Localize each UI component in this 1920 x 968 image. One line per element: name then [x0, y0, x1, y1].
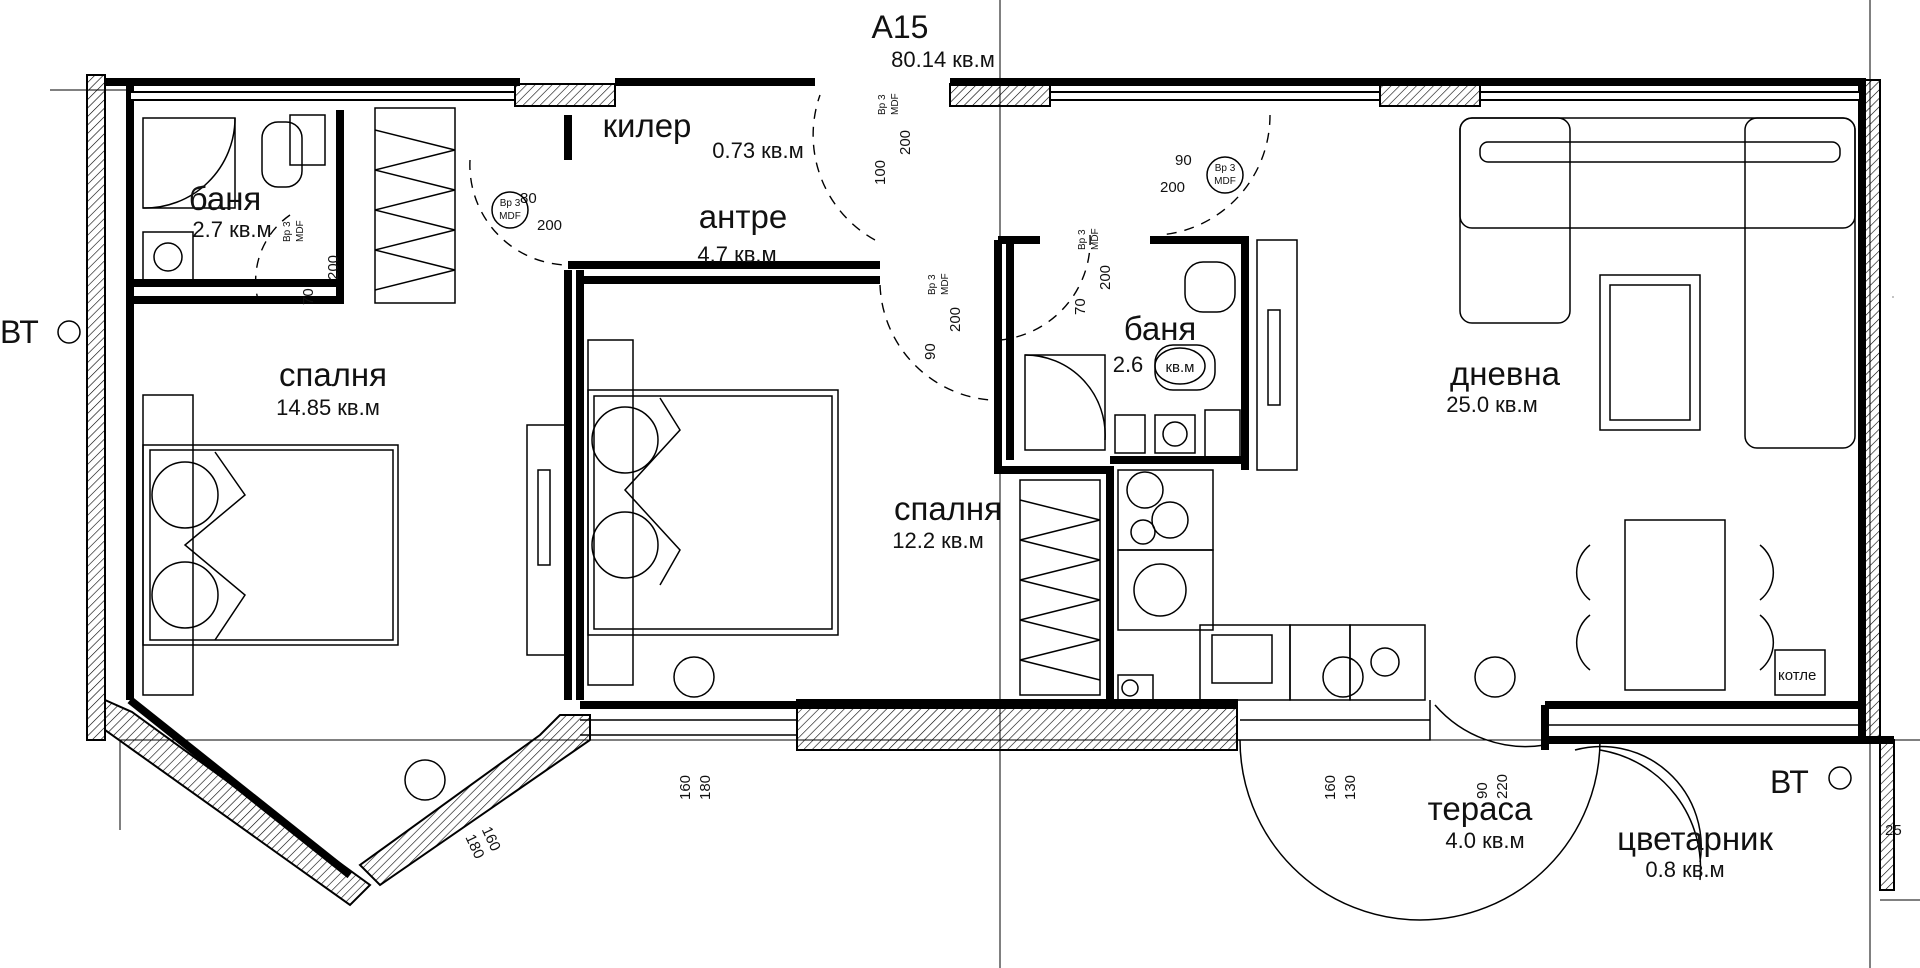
room-area-bath-2: 2.6	[1113, 352, 1144, 377]
room-area-living: 25.0 кв.м	[1446, 392, 1537, 417]
window-tag-3: 160 130	[1322, 775, 1359, 800]
kitchen-fixtures	[1117, 469, 1426, 701]
door-tag-6-height: 200	[1097, 265, 1114, 290]
window-tag-2: 160 180	[462, 824, 504, 861]
door-tag-5-type: Вр 3	[1215, 163, 1236, 174]
door-tag-2-height: 200	[325, 255, 342, 280]
room-area-hall: 4.7 кв.м	[697, 242, 776, 267]
door-tag-1-width: 80	[520, 190, 537, 207]
window-tag-1: 160 180	[677, 775, 714, 800]
room-name-hall: антре	[699, 198, 787, 235]
door-tag-6-mat: MDF	[1090, 228, 1101, 250]
room-area-bedroom-2: 12.2 кв.м	[892, 528, 983, 553]
door-tag-6-width: 70	[1072, 298, 1089, 315]
room-name-terrace: тераса	[1428, 790, 1533, 827]
marker-right: ВТ	[1770, 764, 1809, 800]
window-tag-1-b: 180	[697, 775, 714, 800]
door-tag-5-mat: MDF	[1214, 176, 1236, 187]
room-area-bedroom-1: 14.85 кв.м	[276, 395, 380, 420]
light-fixtures	[404, 296, 1894, 801]
door-tag-4: 90 200 Вр 3 MDF	[922, 273, 964, 360]
room-name-bath-1: баня	[189, 180, 262, 217]
nightstands	[526, 239, 1298, 656]
window-tag-4-a: 90	[1474, 782, 1491, 799]
room-area-bath-1: 2.7 кв.м	[192, 217, 271, 242]
window-tag-4-b: 220	[1494, 774, 1511, 799]
door-tag-3-mat: MDF	[890, 93, 901, 115]
window-tag-1-a: 160	[677, 775, 694, 800]
bathroom-right-fixtures	[1024, 261, 1241, 461]
window-tag-3-b: 130	[1342, 775, 1359, 800]
room-area-planter: 0.8 кв.м	[1645, 857, 1724, 882]
wardrobes	[374, 107, 1101, 696]
room-area-closet: 0.73 кв.м	[712, 138, 803, 163]
room-area-bath-2-unit: кв.м	[1165, 359, 1194, 376]
boiler-label: котле	[1778, 667, 1816, 684]
door-tag-3-width: 100	[872, 160, 889, 185]
door-tag-1-mat: MDF	[499, 211, 521, 222]
window-tag-4: 90 220	[1474, 774, 1511, 799]
bathroom-left-fixtures	[142, 114, 326, 283]
unit-title: А15	[872, 9, 929, 45]
window-tag-3-a: 160	[1322, 775, 1339, 800]
bath-2-area-ring	[1154, 347, 1206, 385]
door-tag-5-width: 90	[1175, 152, 1192, 169]
door-tag-2-mat: MDF	[295, 220, 306, 242]
door-tag-1-type: Вр 3	[500, 198, 521, 209]
doors	[254, 94, 1702, 921]
room-name-bath-2: баня	[1124, 310, 1197, 347]
marker-left-circle	[57, 320, 81, 344]
room-name-bedroom-1: спалня	[279, 356, 387, 393]
door-tag-2-width: 70	[300, 288, 317, 305]
door-tag-1: 80 200 Вр 3 MDF	[491, 190, 562, 234]
dimension-25: 25	[1885, 822, 1902, 839]
door-tag-2-type: Вр 3	[282, 221, 293, 242]
marker-left: ВТ	[0, 314, 39, 350]
door-tag-4-type: Вр 3	[927, 274, 938, 295]
living-room-furniture	[1459, 117, 1856, 696]
door-tag-3: 100 200 Вр 3 MDF	[872, 93, 914, 185]
room-name-planter: цветарник	[1617, 820, 1773, 857]
bed-right	[587, 339, 839, 686]
room-name-closet: килер	[603, 107, 692, 144]
door-tag-6-type: Вр 3	[1077, 229, 1088, 250]
door-tag-3-height: 200	[897, 130, 914, 155]
marker-right-circle	[1828, 766, 1852, 790]
wall-outlines	[105, 78, 1894, 879]
door-tag-5-height: 200	[1160, 179, 1185, 196]
bed-left	[142, 394, 399, 696]
door-tag-2: 70 200 Вр 3 MDF	[282, 220, 342, 305]
room-name-living: дневна	[1450, 355, 1561, 392]
windows	[129, 91, 1861, 101]
room-area-terrace: 4.0 кв.м	[1445, 828, 1524, 853]
door-tag-3-type: Вр 3	[877, 94, 888, 115]
door-tag-4-mat: MDF	[940, 273, 951, 295]
room-name-bedroom-2: спалня	[894, 490, 1002, 527]
unit-area: 80.14 кв.м	[891, 47, 995, 72]
door-tag-6: 70 200 Вр 3 MDF	[1072, 228, 1114, 315]
door-tag-4-width: 90	[922, 343, 939, 360]
door-tag-1-height: 200	[537, 217, 562, 234]
door-tag-4-height: 200	[947, 307, 964, 332]
door-tag-5: 90 200 Вр 3 MDF	[1160, 152, 1244, 196]
